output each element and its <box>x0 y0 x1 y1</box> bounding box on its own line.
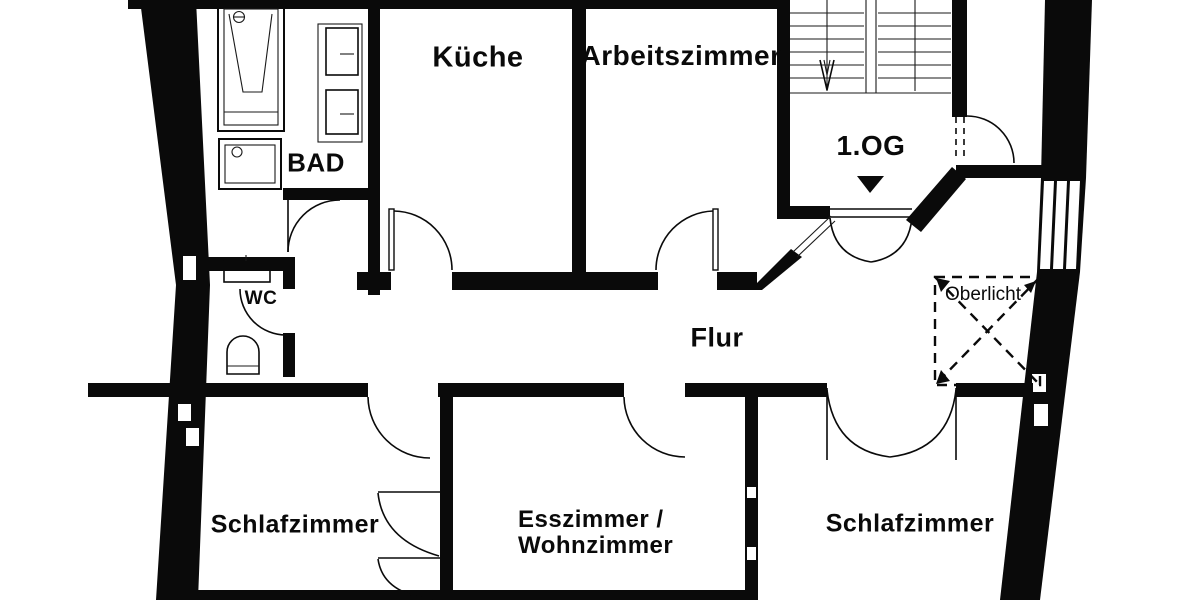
stairs-down-arrow-inner <box>823 59 831 76</box>
wall-notch-1 <box>747 487 756 498</box>
schlafzimmer-links-door-arc <box>367 396 431 459</box>
room-label-bad: BAD <box>287 147 345 178</box>
wall-flur-diagonal <box>750 249 802 290</box>
wall-top <box>128 0 783 9</box>
wc-sink <box>223 260 271 283</box>
label-oberlicht: Oberlicht <box>944 284 1022 305</box>
wall-flur-bottom-2 <box>438 383 624 397</box>
shower-faucet-icon <box>231 146 243 158</box>
toilet <box>226 335 260 375</box>
window-right-lower-2 <box>1034 404 1048 426</box>
wall-flur-bottom-stub <box>88 383 208 397</box>
staircase <box>790 0 951 94</box>
wall-wc-right-lower <box>283 333 295 377</box>
wall-bad-wc <box>200 257 285 271</box>
stair-steps-left <box>790 12 864 79</box>
bathtub-basin <box>228 13 273 93</box>
wall-flur-top-1 <box>357 272 391 290</box>
arbeitszimmer-door-leaf <box>712 208 719 271</box>
wall-flur-top-3 <box>717 272 757 290</box>
wall-flur-bottom-3 <box>685 383 827 397</box>
bad-door-arc <box>287 199 341 253</box>
room-label-wc: WC <box>244 288 278 309</box>
wall-right-outer-bottom <box>1000 272 1080 600</box>
esszimmer-door-arc <box>623 396 686 458</box>
esszimmer-double-door-arc-top <box>377 492 440 557</box>
wall-landing-bottom <box>777 206 830 219</box>
wc-door-arc <box>239 288 287 336</box>
window-right-slat-2 <box>1053 181 1067 269</box>
window-left-3 <box>186 428 199 446</box>
wall-right-outer-top <box>1041 0 1092 178</box>
wall-stairs-right <box>952 0 967 117</box>
arbeitszimmer-door-arc <box>655 210 714 271</box>
entrance-door-arc-left <box>829 217 872 263</box>
wall-bad-kueche <box>368 0 380 295</box>
schlafzimmer-rechts-door-arc-left <box>826 389 891 458</box>
bathtub-inner <box>223 8 279 126</box>
kueche-door-arc <box>393 210 453 271</box>
oberlicht-arrow-bottom-left-icon <box>936 370 950 384</box>
vanity-counter <box>317 23 363 143</box>
esszimmer-double-door-arc-bottom <box>377 558 434 600</box>
oberlicht-arrow-top-left-icon <box>936 278 950 292</box>
oberlicht-diagonal <box>934 276 1041 386</box>
shower-tray-outline <box>218 138 282 190</box>
entrance-partition-line <box>792 215 832 253</box>
wall-esszimmer-schlafzimmer-r <box>745 397 758 600</box>
wall-arbeitszimmer-stairs <box>777 0 790 218</box>
wall-flur-top-2 <box>452 272 658 290</box>
vanity-basin-2 <box>325 89 359 135</box>
wall-flur-bottom-4 <box>956 383 1033 397</box>
schlafzimmer-rechts-door-arc-right <box>889 389 957 458</box>
wall-flur-bottom-1 <box>208 383 368 397</box>
floor-direction-arrow-icon <box>857 176 884 193</box>
room-label-esszimmer-wohnzimmer: Esszimmer / Wohnzimmer <box>518 507 673 559</box>
wall-wc-right-upper <box>283 257 295 289</box>
room-label-arbeitszimmer: Arbeitszimmer <box>580 40 782 71</box>
wall-bottom <box>192 590 745 600</box>
entrance-partition-line <box>796 220 836 258</box>
wall-east-horizontal <box>956 165 1046 178</box>
window-right-slat-3 <box>1066 181 1080 269</box>
oberlicht-skylight <box>933 275 1042 387</box>
stairs-down-arrow-icon <box>819 59 835 91</box>
vanity-basin-1 <box>325 27 359 76</box>
oberlicht-dashed-box <box>933 275 1042 387</box>
window-left-1 <box>183 256 196 280</box>
kueche-door-leaf <box>388 208 395 271</box>
wall-kueche-arbeitszimmer <box>572 0 586 290</box>
entrance-door-arc-right <box>870 217 913 263</box>
oberlicht-arrow-top-right-icon <box>1024 281 1036 293</box>
room-label-schlafzimmer-rechts: Schlafzimmer <box>825 509 995 538</box>
room-label-esszimmer-line1: Esszimmer / <box>518 506 664 533</box>
wall-schlafzimmer-esszimmer <box>440 397 453 600</box>
window-right-slat-1 <box>1040 181 1054 269</box>
room-label-schlafzimmer-links: Schlafzimmer <box>210 510 380 539</box>
wall-landing-diagonal <box>906 167 966 232</box>
room-label-esszimmer-line2: Wohnzimmer <box>518 532 674 559</box>
wall-notch-2 <box>747 547 756 560</box>
floor-label-1og: 1.OG <box>836 130 906 161</box>
stairwell-door-arc <box>966 115 1015 164</box>
fixtures-bathroom <box>217 2 363 375</box>
wall-bad-bottom <box>283 188 368 200</box>
walls <box>88 0 1092 600</box>
window-left-2 <box>178 404 191 421</box>
stair-steps-right <box>878 12 951 79</box>
bathtub-outline <box>217 2 285 132</box>
wall-left-outer <box>140 0 210 600</box>
room-label-kueche: Küche <box>432 41 524 74</box>
doors <box>239 115 1015 600</box>
shower-tray-inner <box>224 144 276 184</box>
room-label-flur: Flur <box>690 322 744 353</box>
